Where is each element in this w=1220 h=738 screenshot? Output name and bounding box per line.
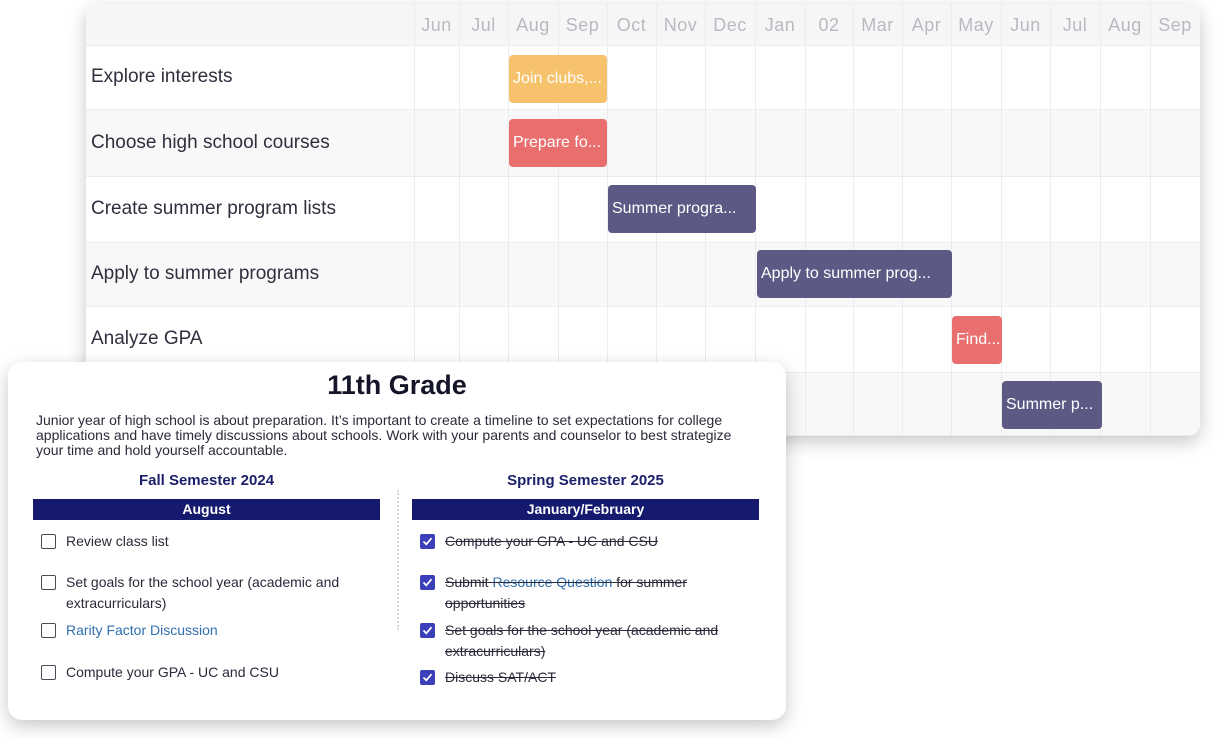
month-label: 02 <box>818 15 840 35</box>
gantt-task-bar[interactable]: Apply to summer prog... <box>757 250 952 298</box>
gantt-row-label: Analyze GPA <box>91 328 203 349</box>
month-label: Oct <box>616 15 647 35</box>
fall-month-band: August <box>33 499 380 520</box>
gantt-gridline <box>414 4 415 436</box>
task-text: Compute your GPA - UC and CSU <box>66 664 279 680</box>
task-item: Submit Resource Question for summer oppo… <box>445 572 745 614</box>
gantt-row-label: Choose high school courses <box>91 131 330 153</box>
month-label: Jan <box>764 15 796 35</box>
gantt-row-label: Create summer program lists <box>91 198 336 219</box>
gantt-gridline <box>853 4 854 436</box>
gantt-task-bar[interactable]: Prepare fo... <box>509 119 607 167</box>
gantt-row <box>86 110 1200 177</box>
grade-title: 11th Grade <box>327 370 467 400</box>
spring-month-band: January/February <box>412 499 759 520</box>
gantt-row-label: Apply to summer programs <box>91 263 320 284</box>
task-text: Set goals for the school year (academic … <box>66 574 340 611</box>
month-label: Aug <box>516 15 550 35</box>
month-label: Nov <box>663 15 698 35</box>
gantt-gridline <box>459 4 460 436</box>
checkmark-icon <box>422 673 433 682</box>
grade-card: 11th Grade Junior year of high school is… <box>8 362 786 720</box>
gantt-task-bar[interactable]: Summer progra... <box>608 185 756 233</box>
task-text: Review class list <box>66 533 169 549</box>
task-item: Compute your GPA - UC and CSU <box>66 662 376 683</box>
month-label: Mar <box>861 15 894 35</box>
gantt-gridline <box>558 4 559 436</box>
gantt-row <box>86 177 1200 243</box>
task-text-post: for summer opportunities <box>445 574 687 611</box>
month-label: Jul <box>471 15 496 35</box>
task-item: Review class list <box>66 531 376 552</box>
task-text: Set goals for the school year (academic … <box>445 622 719 659</box>
spring-semester-title: Spring Semester 2025 <box>507 472 664 489</box>
month-label: Apr <box>911 15 942 35</box>
month-label: May <box>958 15 994 35</box>
task-checkbox[interactable] <box>41 534 56 549</box>
task-item: Rarity Factor Discussion <box>66 620 376 641</box>
month-label: Sep <box>565 15 600 35</box>
gantt-task-bar[interactable]: Join clubs,... <box>509 55 607 103</box>
checkmark-icon <box>422 626 433 635</box>
fall-semester-title: Fall Semester 2024 <box>138 472 275 489</box>
checkmark-icon <box>422 578 433 587</box>
gantt-row <box>86 46 1200 110</box>
gantt-gridline <box>1150 4 1151 436</box>
task-item: Discuss SAT/ACT <box>445 667 745 688</box>
task-text: Discuss SAT/ACT <box>445 669 556 685</box>
month-label: Jul <box>1062 15 1088 35</box>
gantt-gridline <box>951 4 952 436</box>
gantt-gridline <box>1100 4 1101 436</box>
task-item: Set goals for the school year (academic … <box>66 572 376 614</box>
month-label: Aug <box>1108 15 1142 35</box>
column-divider <box>397 490 399 630</box>
task-checkbox[interactable] <box>41 575 56 590</box>
task-checkbox-checked[interactable] <box>420 623 435 638</box>
gantt-row <box>86 243 1200 307</box>
task-item: Set goals for the school year (academic … <box>445 620 745 662</box>
month-label: Dec <box>713 15 747 35</box>
gantt-gridline <box>508 4 509 436</box>
resource-question-link[interactable]: Resource Question <box>492 574 613 590</box>
task-checkbox[interactable] <box>41 665 56 680</box>
task-checkbox[interactable] <box>41 623 56 638</box>
month-label: Sep <box>1158 15 1192 35</box>
task-text-pre: Submit <box>445 574 493 590</box>
gantt-gridline <box>1050 4 1051 436</box>
gantt-row-label: Explore interests <box>91 66 233 87</box>
checkmark-icon <box>422 537 433 546</box>
task-checkbox-checked[interactable] <box>420 575 435 590</box>
task-checkbox-checked[interactable] <box>420 534 435 549</box>
gantt-gridline <box>805 4 806 436</box>
gantt-task-bar[interactable]: Find... <box>952 316 1002 364</box>
month-header <box>86 4 1200 46</box>
task-text: Compute your GPA - UC and CSU <box>445 533 658 549</box>
gantt-gridline <box>607 4 608 436</box>
gantt-task-bar[interactable]: Summer p... <box>1002 381 1102 429</box>
gantt-gridline <box>1001 4 1002 436</box>
gantt-gridline <box>902 4 903 436</box>
grade-intro: Junior year of high school is about prep… <box>36 412 732 458</box>
task-item: Compute your GPA - UC and CSU <box>445 531 745 552</box>
month-label: Jun <box>421 15 452 35</box>
task-checkbox-checked[interactable] <box>420 670 435 685</box>
month-label: Jun <box>1010 15 1041 35</box>
rarity-factor-link[interactable]: Rarity Factor Discussion <box>66 622 218 638</box>
